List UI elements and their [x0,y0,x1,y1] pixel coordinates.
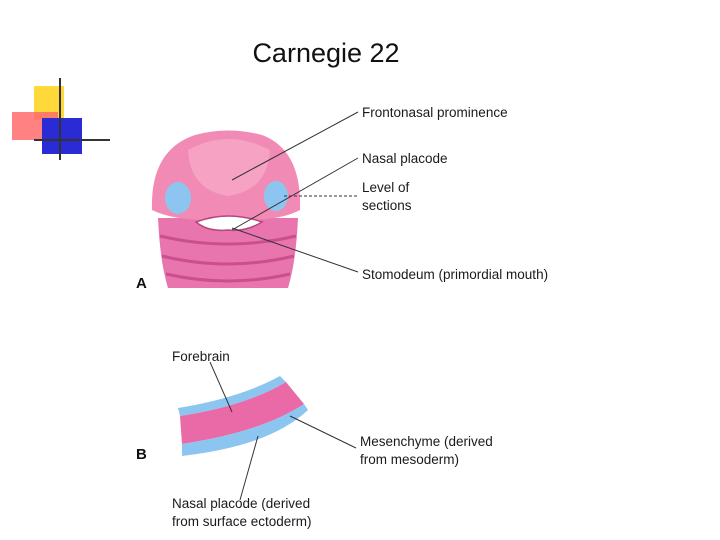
label-nasal-placode-derived-line1: Nasal placode (derived [172,496,310,511]
label-mesenchyme-line2: from mesoderm) [360,452,459,467]
leader-line-forebrain [209,361,233,413]
label-frontonasal-prominence: Frontonasal prominence [362,105,508,120]
leader-line-stomodeum [231,227,359,273]
tissue-section-illustration [178,376,308,456]
leader-line-frontonasal [231,111,359,181]
decorative-squares-logo [12,78,110,160]
leader-line-mesenchyme [289,415,357,449]
label-nasal-placode: Nasal placode [362,151,448,166]
label-sections: sections [362,198,412,213]
label-forebrain: Forebrain [172,349,230,364]
label-nasal-placode-derived-line2: from surface ectoderm) [172,514,312,529]
label-stomodeum: Stomodeum (primordial mouth) [362,267,548,282]
leader-line-nasal-placode [231,157,359,231]
slide-title: Carnegie 22 [252,38,400,68]
label-level-of: Level of [362,180,410,195]
panel-letter-a: A [136,275,147,292]
panel-letter-b: B [136,446,147,463]
leader-line-nasal-placode-b [239,435,259,501]
embryo-head-illustration [151,130,301,288]
label-mesenchyme-line1: Mesenchyme (derived [360,434,493,449]
